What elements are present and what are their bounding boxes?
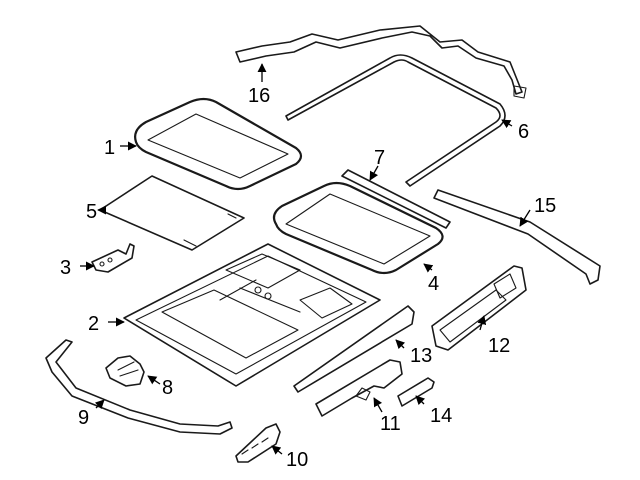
part-11-rail xyxy=(315,359,403,417)
part-2-frame xyxy=(123,243,381,387)
callout-9: 9 xyxy=(78,407,89,429)
part-8-motor xyxy=(105,355,145,387)
part-5-sunshade xyxy=(99,175,245,251)
callout-7: 7 xyxy=(374,147,385,169)
callout-5: 5 xyxy=(86,201,97,223)
callout-1: 1 xyxy=(104,137,115,159)
part-10-slide-bracket xyxy=(235,423,281,463)
callout-14: 14 xyxy=(430,405,452,427)
part-1-glass-panel xyxy=(134,97,303,191)
callout-11: 11 xyxy=(380,413,401,435)
part-3-bracket xyxy=(91,243,135,273)
part-15-rail-trim xyxy=(433,189,601,285)
part-6-seal xyxy=(285,54,506,187)
part-12-guide-bracket xyxy=(431,265,527,351)
part-16-drain-hose xyxy=(235,25,527,99)
part-7-weatherstrip xyxy=(341,169,451,229)
callout-8: 8 xyxy=(162,377,173,399)
part-4-frame-seal xyxy=(272,181,444,275)
callout-12: 12 xyxy=(488,335,510,357)
part-14-clip xyxy=(397,377,435,407)
callout-13: 13 xyxy=(410,345,432,367)
callout-2: 2 xyxy=(88,313,99,335)
callout-3: 3 xyxy=(60,257,71,279)
callout-15: 15 xyxy=(534,195,556,217)
part-13-drive-cable xyxy=(293,305,415,393)
callout-16: 16 xyxy=(248,85,270,107)
callout-6: 6 xyxy=(518,121,529,143)
callout-4: 4 xyxy=(428,273,439,295)
callout-10: 10 xyxy=(286,449,308,471)
